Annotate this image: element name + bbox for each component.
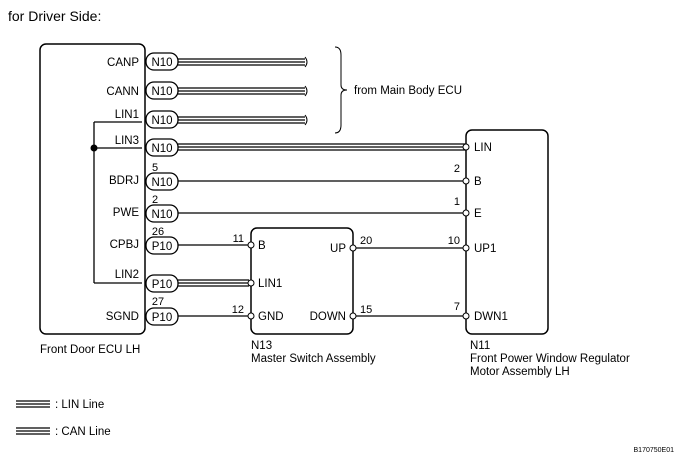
connector-p10-cpbj [145, 236, 179, 255]
n13-pin-number-up: 20 [360, 235, 372, 247]
cann-can-wire [178, 85, 308, 97]
front-door-ecu-box [39, 43, 146, 335]
bus-note-label: from Main Body ECU [354, 85, 462, 97]
canp-can-wire [178, 56, 308, 68]
legend-can-line: : CAN Line [16, 426, 111, 438]
pin-number-bdrj: 5 [152, 162, 158, 174]
ecu-pin-lin2: LIN2 [115, 269, 139, 281]
n11-pin-up1-terminal [462, 244, 470, 252]
n11-pin-dwn1: DWN1 [474, 311, 508, 323]
connector-n10-canp-label: N10 [151, 57, 172, 69]
regulator-motor-box [465, 129, 549, 335]
bus-brace [334, 46, 348, 134]
n11-pin-up1: UP1 [474, 243, 496, 255]
n11-pin-number-e: 1 [454, 196, 460, 208]
n13-pin-b-terminal [247, 241, 255, 249]
connector-p10-lin2 [145, 274, 179, 293]
n13-pin-gnd: GND [258, 311, 284, 323]
ecu-pin-sgnd: SGND [106, 311, 139, 323]
figure-code: B170750E01 [634, 447, 675, 454]
connector-n10-lin1-label: N10 [151, 115, 172, 127]
n13-pin-b: B [258, 240, 266, 252]
connector-n10-lin1 [145, 110, 179, 129]
ecu-pin-cpbj: CPBJ [110, 239, 139, 251]
ecu-pin-lin1: LIN1 [115, 109, 139, 121]
n11-pin-number-b: 2 [454, 163, 460, 175]
connector-p10-sgnd [145, 307, 179, 326]
ecu-pin-pwe: PWE [113, 207, 140, 219]
n11-pin-lin: LIN [474, 142, 492, 154]
legend-lin-line: : LIN Line [16, 399, 104, 411]
legend-can-label: : CAN Line [55, 426, 111, 438]
ecu-pin-canp: CANP [107, 57, 139, 69]
front-door-ecu-label: Front Door ECU LH [40, 344, 140, 356]
n13-pin-up-terminal [349, 244, 357, 252]
connector-n10-lin3 [145, 138, 179, 157]
regulator-label-line1: Front Power Window Regulator [470, 353, 630, 365]
pin-number-pwe: 2 [152, 194, 158, 206]
connector-n10-pwe [145, 204, 179, 223]
n13-pin-up: UP [330, 243, 346, 255]
n13-pin-lin1: LIN1 [258, 278, 282, 290]
ecu-pin-lin3: LIN3 [115, 135, 139, 147]
n13-pin-number-gnd: 12 [232, 304, 244, 316]
regulator-id: N11 [470, 340, 490, 352]
n11-pin-number-dwn1: 7 [454, 301, 460, 313]
diagram-title: for Driver Side: [8, 8, 101, 24]
connector-p10-sgnd-label: P10 [152, 312, 172, 324]
lin2-lin-wire [178, 279, 249, 287]
connector-n10-pwe-label: N10 [151, 209, 172, 221]
ecu-pin-bdrj: BDRJ [109, 175, 139, 187]
n11-pin-b: B [474, 176, 482, 188]
lin3-lin-wire [178, 143, 466, 151]
connector-tags: N10 N10 N10 N10 N10 N10 P10 P10 P10 [145, 52, 179, 326]
regulator-label-line2: Motor Assembly LH [470, 366, 570, 378]
connector-p10-lin2-label: P10 [152, 279, 172, 291]
lin1-lin-wire [178, 114, 308, 126]
n11-pin-number-up1: 10 [448, 235, 460, 247]
n13-pin-down: DOWN [310, 311, 346, 323]
connector-n10-lin3-label: N10 [151, 143, 172, 155]
ecu-pin-cann: CANN [106, 86, 139, 98]
connector-n10-cann [145, 81, 179, 100]
ecu-junction-dot [90, 144, 98, 152]
master-switch-label: Master Switch Assembly [251, 353, 376, 365]
n13-pin-gnd-terminal [247, 312, 255, 320]
pin-number-cpbj: 26 [152, 226, 164, 238]
pin-number-sgnd: 27 [152, 296, 164, 308]
n13-pin-number-down: 15 [360, 304, 372, 316]
legend-lin-label: : LIN Line [55, 399, 104, 411]
n11-pin-lin-terminal [462, 143, 470, 151]
n11-pin-e-terminal [462, 209, 470, 217]
n13-pin-down-terminal [349, 312, 357, 320]
master-switch-id: N13 [251, 340, 272, 352]
n11-pin-dwn1-terminal [462, 312, 470, 320]
connector-n10-canp [145, 52, 179, 71]
connector-p10-cpbj-label: P10 [152, 241, 172, 253]
connector-n10-cann-label: N10 [151, 86, 172, 98]
n11-pin-b-terminal [462, 177, 470, 185]
connector-n10-bdrj-label: N10 [151, 177, 172, 189]
n11-pin-e: E [474, 208, 482, 220]
connector-n10-bdrj [145, 172, 179, 191]
n13-pin-lin1-terminal [247, 279, 255, 287]
n13-pin-number-b: 11 [233, 233, 244, 245]
